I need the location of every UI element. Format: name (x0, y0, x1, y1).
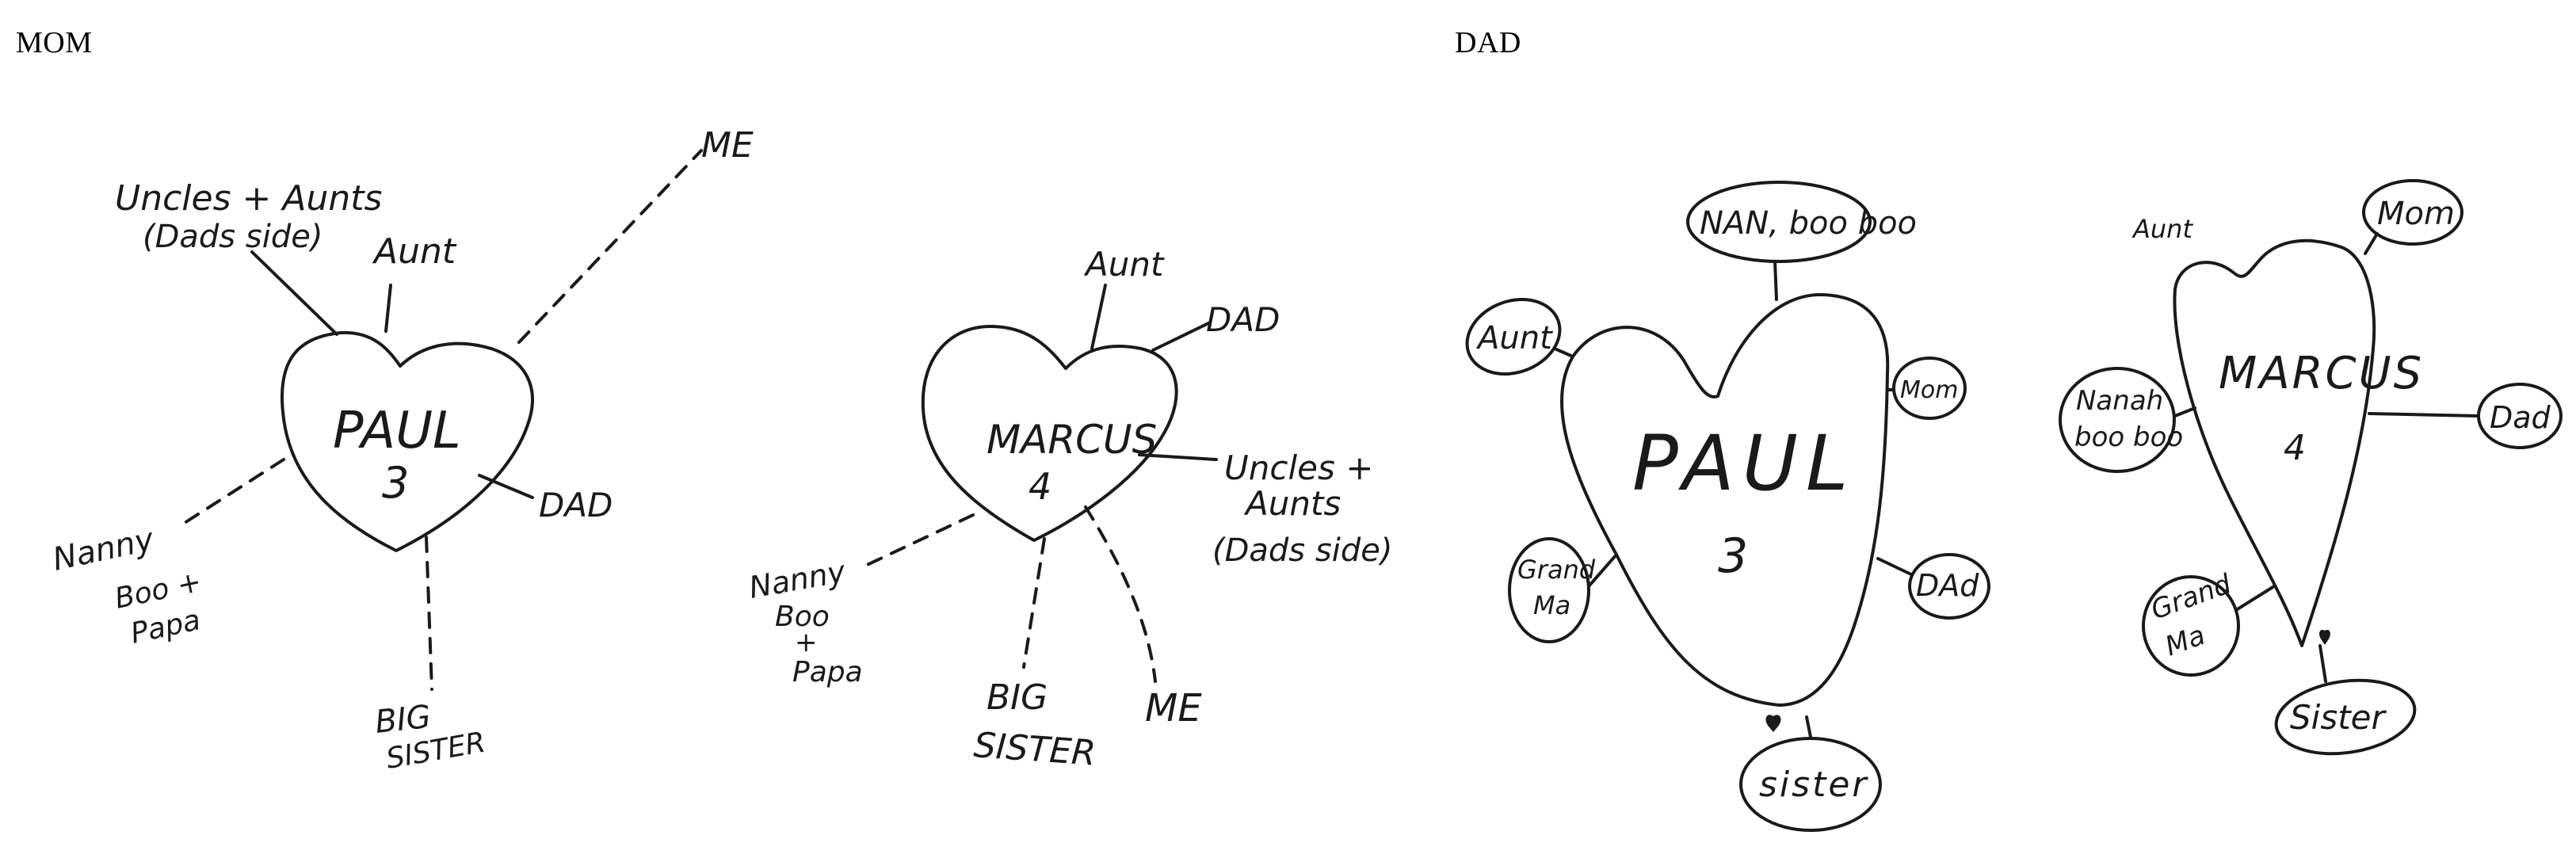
dad-marcus-sister-bubble (2274, 678, 2417, 756)
dad-paul-nan: NAN, boo boo (1700, 205, 1917, 242)
mom-marcus-nanny-line3: + (795, 627, 818, 658)
mom-marcus-sister-line2: SISTER (972, 725, 1097, 774)
dad-paul-line-grandma (1587, 553, 1618, 588)
dad-marcus-age: 4 (2284, 428, 2306, 468)
dad-paul-age: 3 (1718, 528, 1748, 584)
dad-paul-grandma-line2: Ma (1533, 590, 1570, 620)
dad-marcus-heart-outline (2173, 238, 2376, 647)
dad-paul-dad-bubble (1908, 553, 1990, 620)
mom-paul-line-dad (478, 474, 534, 499)
mom-marcus-aunt: Aunt (1083, 245, 1165, 284)
dad-marcus-nana-line2: boo boo (2074, 421, 2183, 453)
mom-section-label: MOM (16, 26, 93, 59)
mom-paul-line-me (517, 149, 703, 344)
dad-marcus-line-grandma (2234, 585, 2276, 612)
mom-paul-sister-line1: BIG (373, 699, 433, 741)
mom-paul-line-aunt (384, 284, 392, 333)
dad-marcus-diagram: MARCUS 4 Aunt Mom Nanah boo boo Dad Gran… (2059, 179, 2563, 756)
dad-paul-small-heart (1765, 715, 1781, 732)
mom-paul-uncles-line2: (Dads side) (143, 219, 322, 255)
dad-paul-line-aunt (1553, 347, 1574, 358)
mom-marcus-line-uncles (1138, 453, 1218, 461)
dad-paul-sister-bubble (1739, 737, 1882, 832)
mom-marcus-line-me (1084, 505, 1157, 683)
dad-marcus-nana-line1: Nanah (2076, 385, 2163, 417)
mom-marcus-nanny-line2: Boo (775, 601, 830, 633)
dad-marcus-line-sister (2318, 644, 2327, 683)
dad-marcus-grandma-bubble (2142, 575, 2240, 677)
mom-marcus-line-nanny (862, 513, 975, 568)
mom-marcus-line-aunt (1090, 284, 1107, 350)
mom-paul-diagram: PAUL 3 Uncles + Aunts (Dads side) Aunt M… (50, 125, 754, 776)
dad-marcus-dad: Dad (2490, 400, 2551, 435)
dad-paul-aunt: Aunt (1475, 320, 1553, 357)
dad-paul-mom: Mom (1900, 376, 1958, 404)
dad-marcus-line-nana (2173, 406, 2196, 418)
dad-marcus-mom: Mom (2377, 196, 2455, 232)
mom-marcus-uncles-line3: (Dads side) (1212, 532, 1392, 569)
dad-marcus-small-heart (2319, 629, 2330, 645)
dad-paul-line-sister (1805, 715, 1812, 738)
mom-marcus-nanny-line4: Papa (792, 656, 863, 688)
dad-paul-sister: sister (1759, 765, 1868, 805)
dad-paul-grandma-bubble (1508, 537, 1590, 643)
mom-paul-uncles-line1: Uncles + Aunts (115, 178, 382, 219)
dad-paul-grandma-line1: Grand (1517, 555, 1596, 585)
mom-paul-age: 3 (382, 458, 409, 508)
dad-paul-aunt-bubble (1465, 297, 1562, 376)
mom-marcus-sister-line1: BIG (987, 677, 1048, 718)
mom-paul-aunt: Aunt (372, 231, 457, 272)
dad-marcus-line-mom (2364, 232, 2379, 255)
mom-marcus-age: 4 (1028, 465, 1051, 508)
dad-marcus-nana-bubble (2059, 367, 2176, 473)
mom-paul-line-sister (425, 536, 433, 691)
mom-paul-name: PAUL (333, 402, 461, 460)
dad-marcus-aunt: Aunt (2131, 214, 2193, 244)
mom-paul-line-uncles (250, 250, 338, 336)
dad-paul-line-dad (1876, 557, 1913, 576)
dad-paul-name: PAUL (1632, 419, 1857, 508)
mom-marcus-line-sister (1022, 537, 1046, 669)
mom-marcus-uncles-line1: Uncles + (1224, 448, 1373, 487)
mom-marcus-nanny-line1: Nanny (746, 554, 849, 605)
mom-marcus-me: ME (1145, 686, 1202, 730)
mom-marcus-diagram: MARCUS 4 Aunt DAD Uncles + Aunts (Dads s… (746, 245, 1392, 774)
dad-marcus-name: MARCUS (2219, 348, 2424, 399)
mom-paul-line-nanny (177, 458, 285, 528)
mom-marcus-dad: DAD (1206, 300, 1280, 339)
dad-marcus-grandma-line2: Ma (2161, 620, 2209, 663)
dad-section-label: DAD (1455, 26, 1521, 59)
dad-paul-nan-bubble (1686, 181, 1872, 263)
dad-paul-heart-outline (1560, 292, 1890, 707)
dad-paul-diagram: PAUL 3 NAN, boo boo Aunt Mom Grand Ma DA… (1465, 181, 1990, 832)
mom-marcus-heart-outline (921, 325, 1178, 542)
dad-marcus-sister: Sister (2290, 698, 2387, 737)
mom-paul-dad: DAD (539, 486, 613, 524)
mom-marcus-uncles-line2: Aunts (1243, 484, 1341, 523)
dad-marcus-mom-bubble (2362, 179, 2463, 246)
dad-marcus-line-dad (2368, 412, 2480, 418)
mom-paul-nanny-line1: Nanny (50, 521, 158, 578)
mom-marcus-name: MARCUS (987, 417, 1157, 463)
dad-paul-line-nan (1773, 260, 1778, 301)
mom-marcus-line-dad (1151, 322, 1210, 352)
mom-paul-heart-outline (280, 330, 534, 552)
mom-paul-me: ME (701, 125, 754, 166)
dad-paul-dad: DAd (1916, 568, 1979, 603)
